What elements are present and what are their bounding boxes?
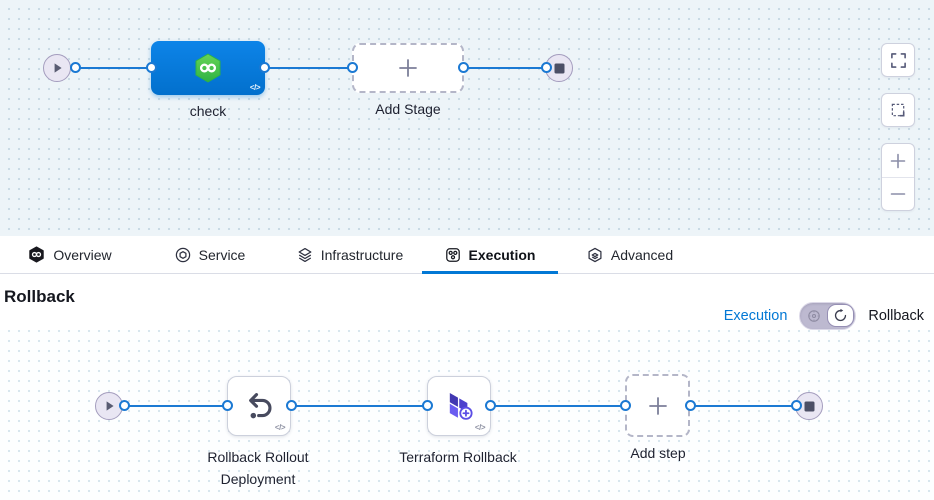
add-stage-label: Add Stage [375,101,441,117]
tab-label: Advanced [610,246,674,263]
tab-label: Service [198,246,246,263]
stage-config-tabs: Overview Service Infrastructure [0,236,934,274]
connector-port[interactable] [146,62,157,73]
tab-label: Execution [468,246,536,263]
connector-port[interactable] [119,400,130,411]
execution-mode-link[interactable]: Execution [723,308,788,324]
step-label: Terraform Rollback [399,449,517,465]
connector-port[interactable] [422,400,433,411]
step-label: Rollback Rollout Deployment [207,449,309,487]
zoom-in-button[interactable] [882,144,914,177]
execution-rollback-switch: Execution Rollback [724,302,924,330]
toggle-thumb [827,304,855,327]
tab-service[interactable]: Service [140,236,280,273]
connector-port[interactable] [286,400,297,411]
stage-canvas[interactable]: </> check Add Stage [0,0,934,236]
connector-port[interactable] [222,400,233,411]
code-icon: </> [249,83,261,92]
harness-logo-icon [29,246,45,263]
connector-port[interactable] [347,62,358,73]
connector-port[interactable] [70,62,81,73]
add-step-label: Add step [630,445,686,461]
tab-infrastructure[interactable]: Infrastructure [280,236,420,273]
rollback-mode-label: Rollback [868,308,924,324]
edge [291,405,427,407]
play-icon [54,63,62,73]
section-title: Rollback [4,287,75,306]
step-node-rollback-rollout-deployment[interactable]: </> [227,376,291,436]
connector-port[interactable] [620,400,631,411]
rollback-section-header: Rollback Execution Rollb [0,274,934,330]
execution-icon [445,247,460,262]
edge [463,67,546,69]
terraform-icon [449,392,473,420]
edge [490,405,625,407]
rollback-step-icon [248,392,271,418]
pipeline-start-node [43,54,71,82]
connector-port[interactable] [791,400,802,411]
fullscreen-button[interactable] [881,43,915,77]
stop-icon [804,401,814,411]
infrastructure-icon [298,247,312,262]
mode-toggle[interactable] [799,302,857,330]
service-icon [175,247,190,262]
execution-mini-icon [807,309,821,328]
stop-icon [554,63,564,73]
edge [264,67,352,69]
plus-icon [399,59,417,77]
play-icon [106,401,114,411]
plus-icon [648,396,667,415]
code-icon: </> [474,423,486,432]
connector-port[interactable] [685,400,696,411]
step-node-terraform-rollback[interactable]: </> [427,376,491,436]
connector-port[interactable] [485,400,496,411]
tab-label: Infrastructure [320,246,404,263]
add-stage-button[interactable] [352,43,464,93]
rollback-mini-icon [835,308,847,322]
connector-port[interactable] [259,62,270,73]
fullscreen-icon [890,52,906,68]
rollback-step-canvas[interactable]: </> Rollback Rollout Deployment </> Terr… [0,330,934,500]
minus-icon [890,193,906,195]
add-step-button[interactable] [625,374,690,437]
code-icon: </> [274,423,286,432]
edge [690,405,796,407]
edge [124,405,227,407]
edge [75,67,151,69]
tab-advanced[interactable]: Advanced [560,236,700,273]
plus-icon [890,153,906,168]
connector-port[interactable] [458,62,469,73]
zoom-control-group [881,143,915,211]
zoom-out-button[interactable] [882,177,914,210]
connector-port[interactable] [541,62,552,73]
marquee-select-icon [891,103,904,116]
tab-overview[interactable]: Overview [0,236,140,273]
tab-execution[interactable]: Execution [420,236,560,274]
advanced-icon [588,247,602,262]
stage-label: check [189,103,227,119]
tab-label: Overview [53,246,112,263]
zoom-to-selection-button[interactable] [881,93,915,127]
harness-stage-icon [195,53,221,83]
stage-node-check[interactable]: </> [151,41,265,95]
